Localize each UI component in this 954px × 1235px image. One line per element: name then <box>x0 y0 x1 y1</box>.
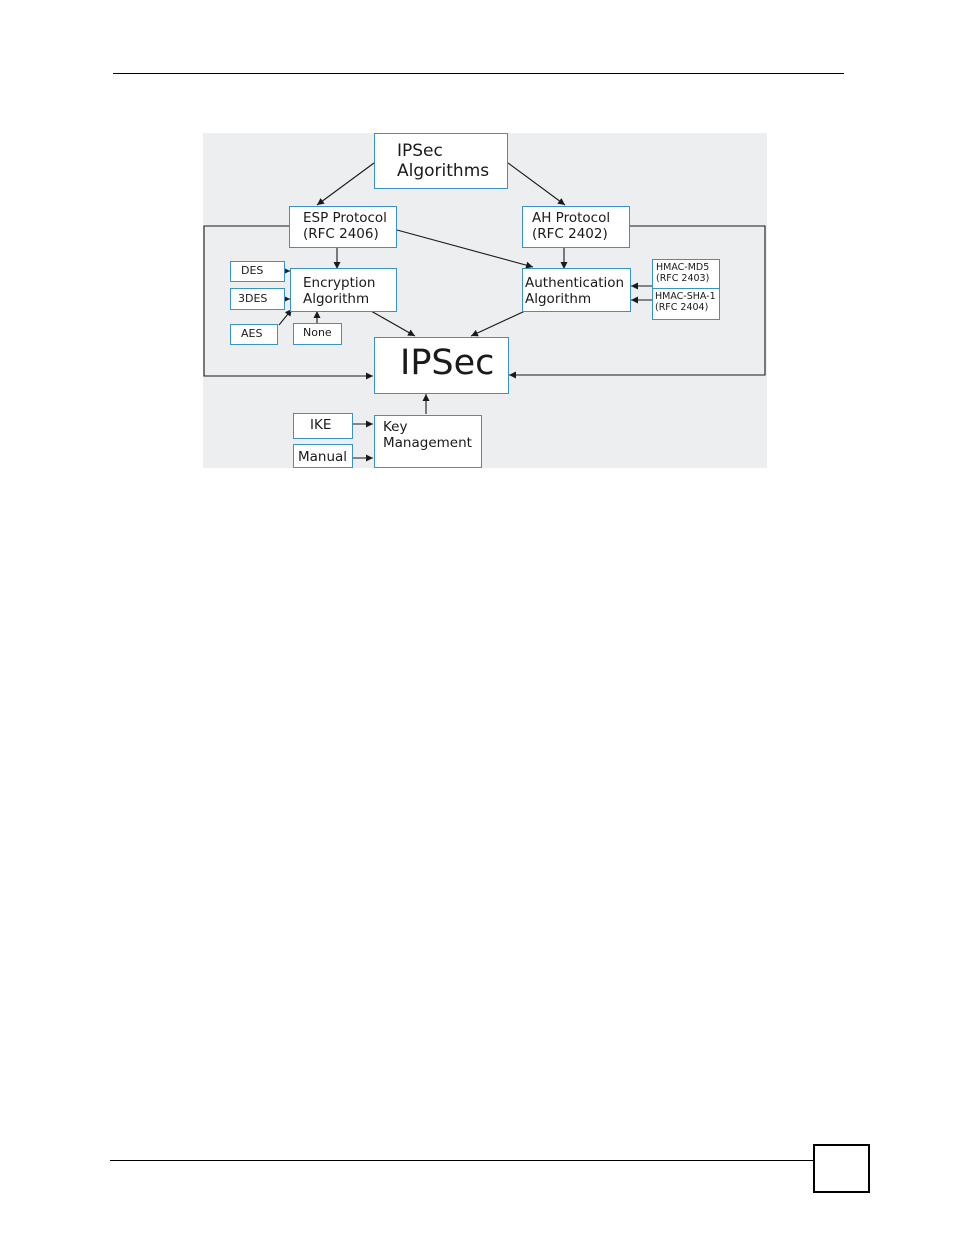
esp-protocol-box: ESP Protocol (RFC 2406) <box>289 206 397 248</box>
hmac-sha1-box: HMAC-SHA-1 (RFC 2404) <box>652 288 720 320</box>
key-management-box: Key Management <box>374 415 482 468</box>
encryption-algorithm-line2: Algorithm <box>303 292 396 308</box>
aes-box: AES <box>230 324 278 345</box>
esp-protocol-line2: (RFC 2406) <box>303 227 396 243</box>
des-box: DES <box>230 261 285 282</box>
arrow-esp-to-authentication <box>397 230 533 267</box>
key-management-line2: Management <box>383 436 481 452</box>
ipsec-algorithms-line2: Algorithms <box>397 161 507 181</box>
hmac-sha1-line2: (RFC 2404) <box>655 302 719 313</box>
ike-box: IKE <box>293 413 353 439</box>
encryption-algorithm-box: Encryption Algorithm <box>290 268 397 312</box>
authentication-algorithm-box: Authentication Algorithm <box>522 268 631 312</box>
ah-protocol-line2: (RFC 2402) <box>532 227 629 243</box>
page-number-box <box>813 1144 870 1193</box>
authentication-algorithm-line1: Authentication <box>525 276 630 292</box>
ah-protocol-box: AH Protocol (RFC 2402) <box>522 206 630 248</box>
ah-protocol-line1: AH Protocol <box>532 211 629 227</box>
3des-box: 3DES <box>230 288 285 310</box>
hmac-sha1-line1: HMAC-SHA-1 <box>655 291 719 302</box>
ipsec-algorithms-line1: IPSec <box>397 141 507 161</box>
arrow-root-to-esp <box>317 163 374 205</box>
arrow-encryption-to-ipsec <box>371 311 415 336</box>
none-label: None <box>303 327 341 340</box>
authentication-algorithm-line2: Algorithm <box>525 292 630 308</box>
ipsec-algorithms-box: IPSec Algorithms <box>374 133 508 189</box>
manual-label: Manual <box>298 450 352 466</box>
ipsec-algorithms-diagram: IPSec Algorithms ESP Protocol (RFC 2406)… <box>203 133 767 468</box>
footer-rule <box>110 1160 813 1161</box>
manual-box: Manual <box>293 444 353 468</box>
none-box: None <box>293 323 342 345</box>
ipsec-box: IPSec <box>374 337 509 394</box>
des-label: DES <box>241 265 284 278</box>
key-management-line1: Key <box>383 420 481 436</box>
ike-label: IKE <box>310 418 352 434</box>
arrow-authentication-to-ipsec <box>471 311 525 336</box>
esp-protocol-line1: ESP Protocol <box>303 211 396 227</box>
arrow-root-to-ah <box>508 163 565 205</box>
aes-label: AES <box>241 328 277 341</box>
3des-label: 3DES <box>238 293 284 306</box>
ipsec-label: IPSec <box>400 343 508 383</box>
encryption-algorithm-line1: Encryption <box>303 276 396 292</box>
hmac-md5-line2: (RFC 2403) <box>656 273 719 284</box>
header-rule <box>113 73 844 74</box>
hmac-md5-box: HMAC-MD5 (RFC 2403) <box>652 259 720 290</box>
hmac-md5-line1: HMAC-MD5 <box>656 262 719 273</box>
